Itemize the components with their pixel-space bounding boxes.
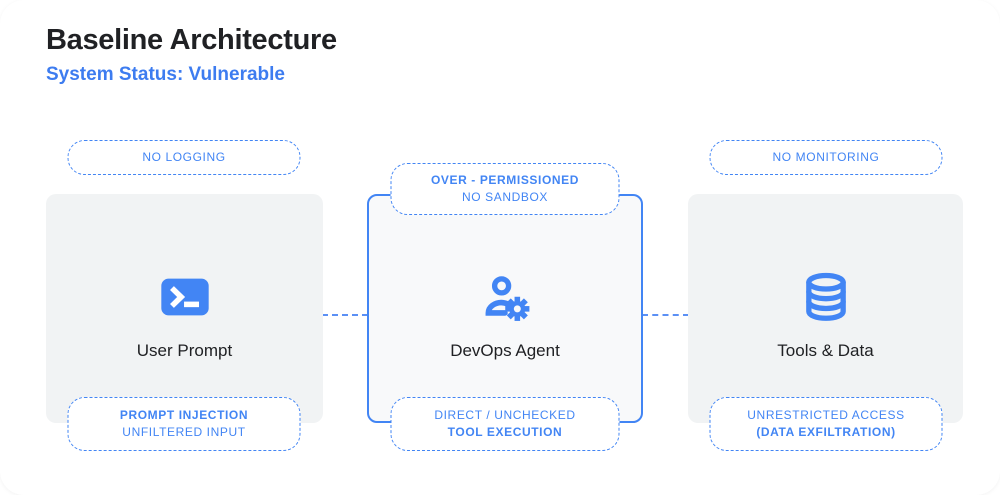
badge-prompt-injection: PROMPT INJECTION UNFILTERED INPUT bbox=[67, 397, 301, 451]
badge-no-monitoring: NO MONITORING bbox=[709, 140, 943, 175]
header: Baseline Architecture System Status: Vul… bbox=[46, 24, 337, 86]
database-icon bbox=[797, 268, 855, 326]
badge-no-sandbox-text: NO SANDBOX bbox=[461, 190, 548, 204]
manage-accounts-icon bbox=[476, 268, 534, 326]
badge-unrestricted-access-text: UNRESTRICTED ACCESS bbox=[747, 408, 905, 422]
badge-over-permissioned-text: OVER - PERMISSIONED bbox=[430, 173, 580, 187]
badge-no-logging-text: NO LOGGING bbox=[142, 150, 226, 164]
badge-unrestricted-access: UNRESTRICTED ACCESS (DATA EXFILTRATION) bbox=[709, 397, 943, 451]
node-tools-data: Tools & Data bbox=[688, 194, 963, 423]
connector-user-to-agent bbox=[322, 314, 368, 316]
terminal-icon bbox=[156, 268, 214, 326]
badge-tool-execution-text: TOOL EXECUTION bbox=[447, 425, 563, 439]
node-devops-agent-label: DevOps Agent bbox=[450, 341, 560, 360]
badge-no-logging: NO LOGGING bbox=[67, 140, 301, 175]
badge-prompt-injection-text: PROMPT INJECTION bbox=[119, 408, 249, 422]
badge-unfiltered-input-text: UNFILTERED INPUT bbox=[122, 425, 246, 439]
node-user-prompt: User Prompt bbox=[46, 194, 323, 423]
badge-data-exfiltration-text: (DATA EXFILTRATION) bbox=[756, 425, 896, 439]
connector-agent-to-tools bbox=[642, 314, 689, 316]
node-user-prompt-label: User Prompt bbox=[136, 341, 233, 360]
badge-over-permissioned: OVER - PERMISSIONED NO SANDBOX bbox=[390, 163, 620, 215]
page-title: Baseline Architecture bbox=[46, 24, 337, 56]
node-tools-data-label: Tools & Data bbox=[777, 341, 874, 360]
status-subtitle: System Status: Vulnerable bbox=[46, 64, 285, 85]
badge-direct-unchecked-text: DIRECT / UNCHECKED bbox=[434, 408, 576, 422]
node-devops-agent: DevOps Agent bbox=[367, 194, 643, 423]
badge-no-monitoring-text: NO MONITORING bbox=[772, 150, 880, 164]
badge-tool-execution: DIRECT / UNCHECKED TOOL EXECUTION bbox=[390, 397, 620, 451]
